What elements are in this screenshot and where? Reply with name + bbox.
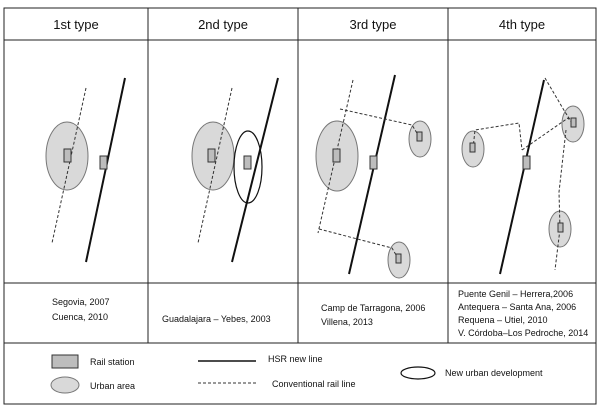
panel-type-4	[461, 77, 585, 275]
new-urban-development	[233, 130, 263, 204]
legend-urban-area-label: Urban area	[90, 381, 135, 391]
hsr-line	[231, 77, 279, 263]
caption-line: Segovia, 2007	[52, 297, 110, 307]
panel-type-2	[191, 77, 279, 263]
rail-station-small	[557, 222, 564, 233]
caption-type-4: Puente Genil – Herrera,2006 Antequera – …	[458, 289, 588, 338]
conventional-rail-line	[51, 87, 87, 244]
hsr-line	[348, 74, 396, 275]
panel-type-3	[315, 74, 432, 279]
rail-station-small	[570, 117, 577, 128]
caption-line: V. Córdoba–Los Pedroche, 2014	[458, 328, 588, 338]
caption-type-3: Camp de Tarragona, 2006 Villena, 2013	[321, 303, 425, 327]
rail-station-small	[395, 253, 402, 264]
conventional-rail-line	[544, 77, 574, 125]
rail-station-small	[469, 142, 476, 153]
legend: Rail station Urban area HSR new line Con…	[50, 354, 543, 394]
conventional-rail-line	[197, 87, 233, 244]
rail-station-hsr	[99, 155, 108, 170]
caption-line: Guadalajara – Yebes, 2003	[162, 314, 271, 324]
caption-line: Villena, 2013	[321, 317, 373, 327]
header-type-1: 1st type	[53, 17, 99, 32]
legend-rail-station-swatch	[51, 354, 79, 369]
hsr-line	[85, 77, 126, 263]
header-type-4: 4th type	[499, 17, 545, 32]
rail-station-hsr	[369, 155, 378, 170]
legend-conventional-label: Conventional rail line	[272, 379, 356, 389]
caption-line: Puente Genil – Herrera,2006	[458, 289, 573, 299]
rail-station-small	[416, 131, 423, 142]
legend-urban-area-swatch	[50, 376, 80, 394]
rail-station-hsr	[243, 155, 252, 170]
panel-type-1	[45, 77, 126, 263]
hsr-line	[499, 79, 545, 275]
conventional-rail-branch	[318, 228, 400, 261]
header-type-2: 2nd type	[198, 17, 248, 32]
legend-rail-station-label: Rail station	[90, 357, 135, 367]
conventional-rail-branch	[472, 122, 523, 151]
conventional-rail-line	[554, 129, 567, 271]
caption-line: Requena – Utiel, 2010	[458, 315, 548, 325]
legend-new-urban-swatch	[400, 366, 436, 380]
header-type-3: 3rd type	[350, 17, 397, 32]
rail-station-conventional	[332, 148, 341, 163]
caption-line: Camp de Tarragona, 2006	[321, 303, 425, 313]
caption-type-1: Segovia, 2007 Cuenca, 2010	[52, 297, 110, 322]
caption-line: Cuenca, 2010	[52, 312, 108, 322]
conventional-rail-line	[317, 79, 354, 234]
rail-station-conventional	[207, 148, 216, 163]
caption-line: Antequera – Santa Ana, 2006	[458, 302, 576, 312]
figure-frame	[3, 7, 597, 405]
rail-station-hsr	[522, 155, 531, 170]
rail-station-conventional	[63, 148, 72, 163]
legend-hsr-label: HSR new line	[268, 354, 323, 364]
legend-new-urban-label: New urban development	[445, 368, 543, 378]
caption-type-2: Guadalajara – Yebes, 2003	[162, 314, 271, 324]
